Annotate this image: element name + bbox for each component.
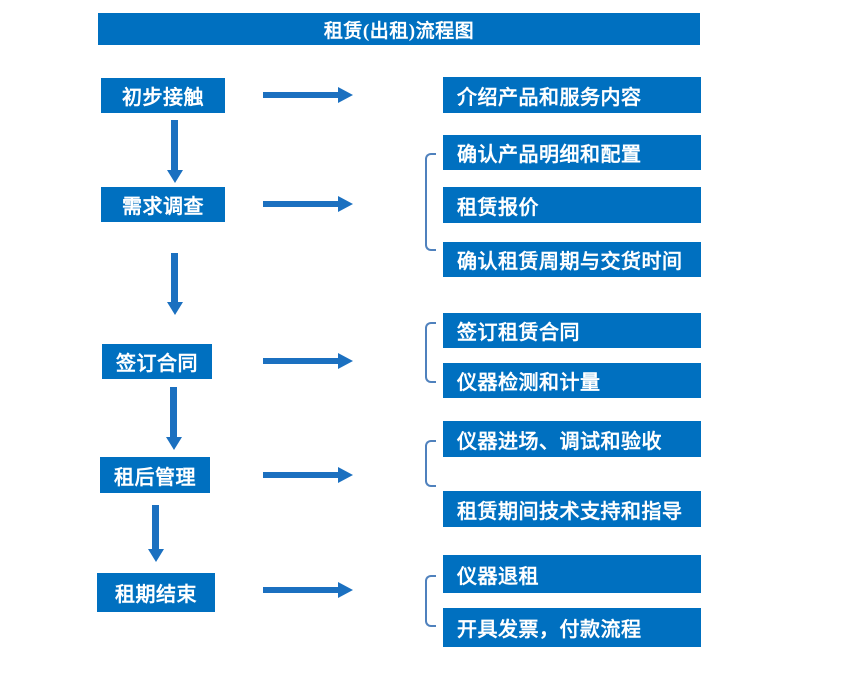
group-bracket-demand-survey [425, 153, 436, 251]
diagram-title: 租赁(出租)流程图 [98, 13, 700, 45]
output-box-sign-rental-contract: 签订租赁合同 [443, 313, 701, 348]
output-box-instrument-testing: 仪器检测和计量 [443, 363, 701, 398]
output-box-introduce-products: 介绍产品和服务内容 [443, 77, 701, 113]
output-box-technical-support: 租赁期间技术支持和指导 [443, 491, 701, 527]
step-box-initial-contact: 初步接触 [101, 78, 225, 113]
output-box-instrument-entry: 仪器进场、调试和验收 [443, 421, 701, 457]
output-box-confirm-product-details: 确认产品明细和配置 [443, 135, 701, 170]
group-bracket-sign-contract [425, 322, 436, 383]
group-bracket-rental-end [425, 575, 436, 627]
output-box-invoice-payment: 开具发票，付款流程 [443, 608, 701, 647]
group-bracket-post-rental-management [425, 440, 436, 487]
output-box-confirm-rental-period: 确认租赁周期与交货时间 [443, 242, 701, 277]
output-box-rental-quotation: 租赁报价 [443, 187, 701, 223]
step-box-post-rental-management: 租后管理 [100, 457, 210, 493]
step-box-sign-contract: 签订合同 [102, 344, 212, 379]
step-box-rental-end: 租期结束 [97, 573, 215, 612]
output-box-instrument-return: 仪器退租 [443, 555, 701, 593]
step-box-demand-survey: 需求调查 [101, 187, 225, 222]
